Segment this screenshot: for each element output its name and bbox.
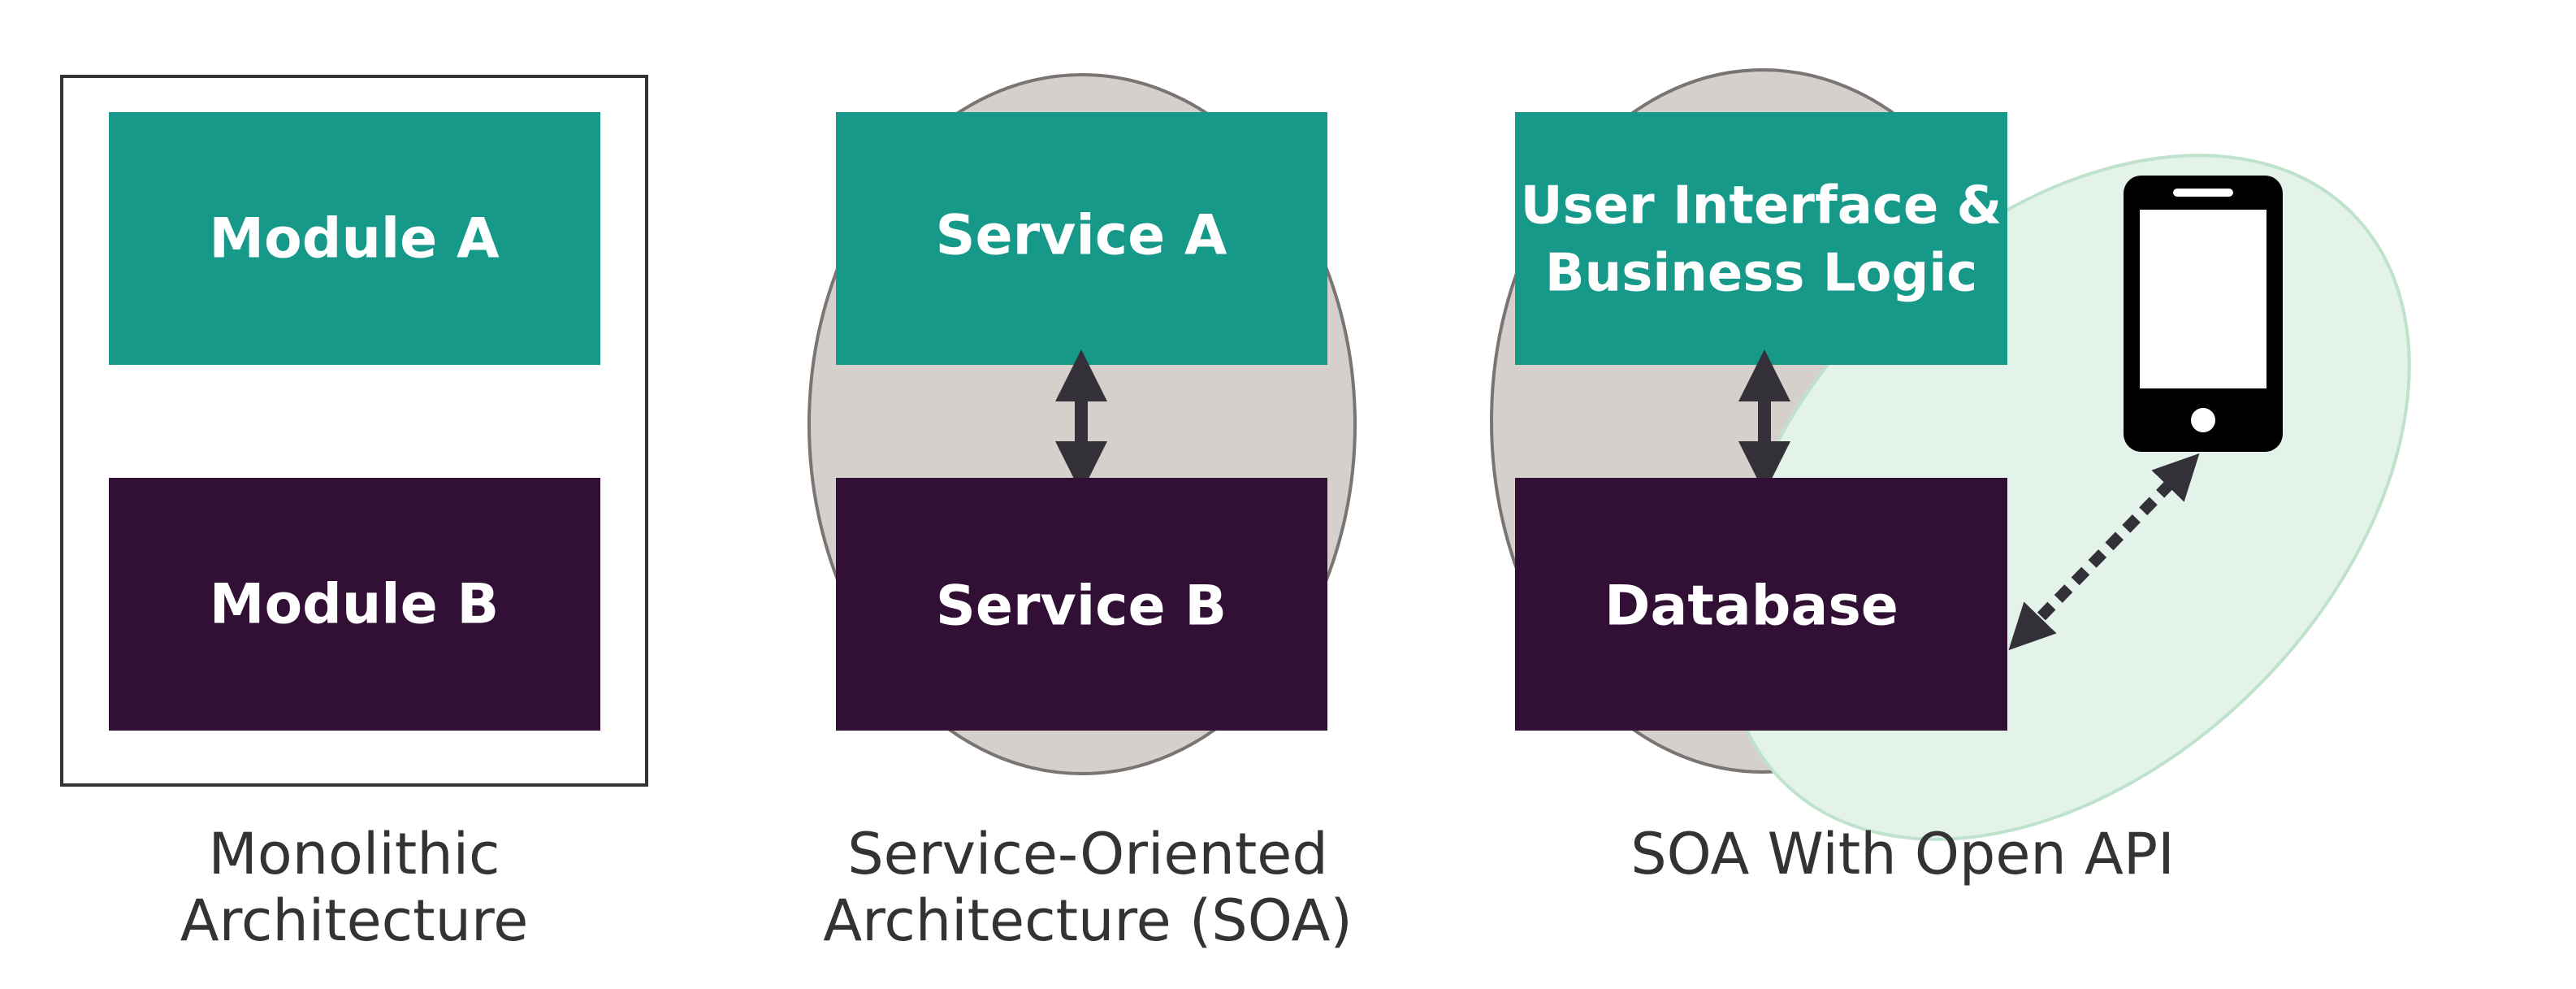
database-label: Database <box>1604 575 1898 639</box>
database-box: Database <box>1515 478 2007 731</box>
module-a-label: Module A <box>209 207 500 271</box>
module-b-label: Module B <box>210 573 499 637</box>
ui-logic-box: User Interface & Business Logic <box>1515 112 2007 365</box>
monolithic-caption-line1: Monolithic <box>208 821 500 887</box>
monolithic-panel: Module A Module B Monolithic Architectur… <box>60 75 648 954</box>
service-b-label: Service B <box>936 575 1227 639</box>
monolithic-caption-line2: Architecture <box>180 887 529 954</box>
soa-caption-line1: Service-Oriented <box>847 821 1328 887</box>
soa-caption-line2: Architecture (SOA) <box>823 887 1353 954</box>
service-a-box: Service A <box>836 112 1327 365</box>
service-a-label: Service A <box>936 204 1227 268</box>
smartphone-icon <box>2124 176 2283 452</box>
open-api-caption: SOA With Open API <box>1630 821 2175 887</box>
module-a-box: Module A <box>109 112 600 365</box>
ui-logic-label-line1: User Interface & <box>1521 176 2002 236</box>
soa-panel: Service A Service B Service-Oriented Arc… <box>807 73 1357 954</box>
open-api-dashed-arrow <box>2008 453 2200 651</box>
service-b-box: Service B <box>836 478 1327 731</box>
module-b-box: Module B <box>109 478 600 731</box>
ui-logic-label-line2: Business Logic <box>1545 244 1977 304</box>
open-api-panel: User Interface & Business Logic Database… <box>1490 68 2411 887</box>
